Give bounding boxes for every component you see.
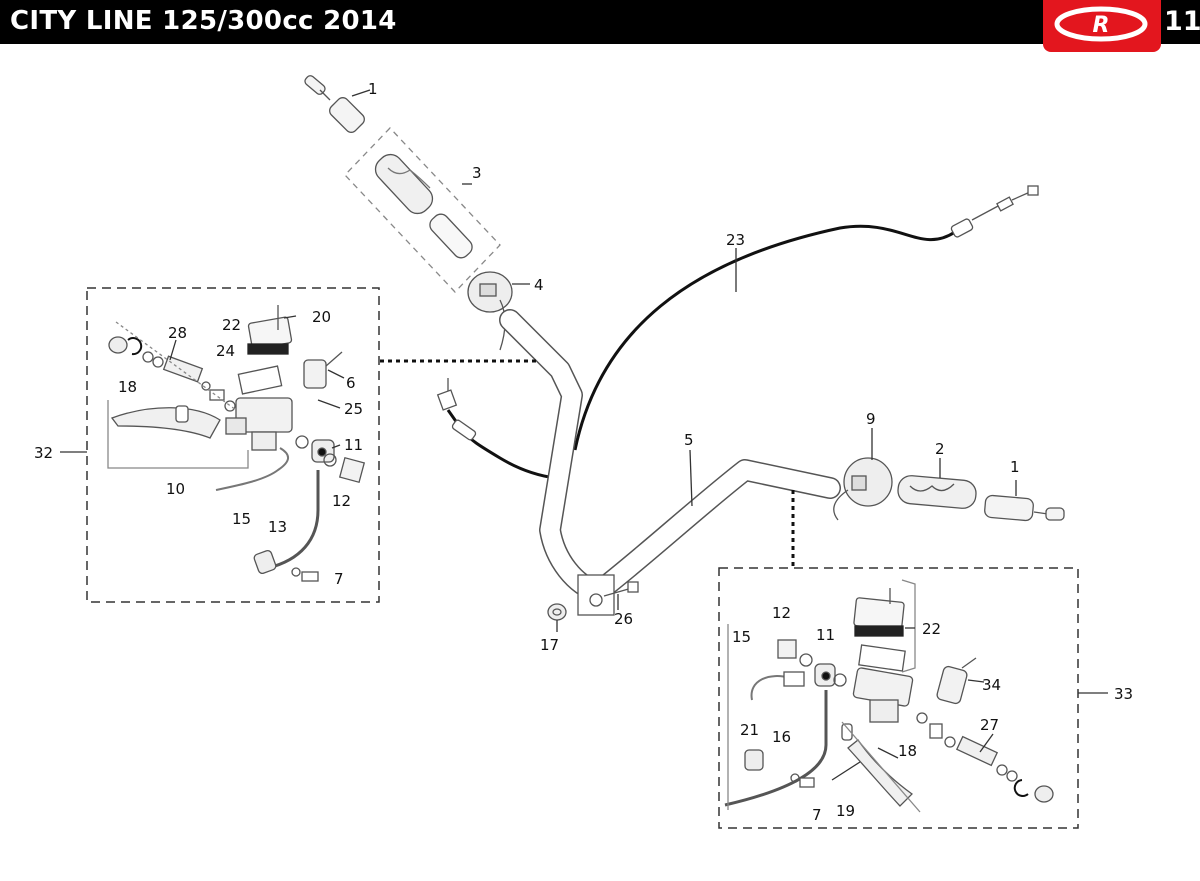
callout-9: 9 [866, 410, 876, 428]
callout-16: 16 [772, 728, 791, 746]
callout-26: 26 [614, 610, 633, 628]
right-grip [897, 475, 977, 509]
callout-17: 17 [540, 636, 559, 654]
right-lever-pivot-parts [916, 712, 1054, 803]
handlebar-nut [547, 603, 567, 621]
page-number: 11 [1164, 6, 1200, 37]
front-brake-cable [436, 378, 557, 480]
callout-10: 10 [166, 480, 185, 498]
header-bar: CITY LINE 125/300cc 2014 R 11 [0, 0, 1200, 52]
callout-18-left: 18 [118, 378, 137, 396]
callout-22-right: 22 [922, 620, 941, 638]
callout-24: 24 [216, 342, 235, 360]
right-screw-7 [790, 773, 815, 788]
left-master-cylinder [225, 305, 343, 451]
right-switch-housing [833, 457, 893, 521]
left-banjo-fitting [295, 435, 366, 484]
callout-11-left: 11 [344, 436, 363, 454]
right-bar-end-weight [984, 494, 1065, 522]
handlebar [499, 309, 841, 616]
callout-32: 32 [34, 444, 53, 462]
callout-28: 28 [168, 324, 187, 342]
callout-34: 34 [982, 676, 1001, 694]
callout-11-right: 11 [816, 626, 835, 644]
page-title: CITY LINE 125/300cc 2014 [10, 6, 397, 36]
callout-15-left: 15 [232, 510, 251, 528]
callout-5: 5 [684, 431, 694, 449]
callout-6: 6 [346, 374, 356, 392]
left-screw-7 [291, 567, 319, 582]
callout-4: 4 [534, 276, 544, 294]
left-bar-end-weight [304, 75, 365, 133]
callout-1-top: 1 [368, 80, 378, 98]
callout-3: 3 [472, 164, 482, 182]
callout-33: 33 [1114, 685, 1133, 703]
throttle-cable-end [950, 185, 1039, 238]
callout-18-right: 18 [898, 742, 917, 760]
brand-logo-icon: R [1054, 6, 1148, 42]
callout-12-left: 12 [332, 492, 351, 510]
callout-25: 25 [344, 400, 363, 418]
right-master-cylinder [852, 588, 977, 723]
left-grip [374, 153, 473, 259]
left-switch-housing [467, 271, 513, 351]
callout-15-right: 15 [732, 628, 751, 646]
callout-22-left: 22 [222, 316, 241, 334]
callout-23: 23 [726, 231, 745, 249]
callout-1-right: 1 [1010, 458, 1020, 476]
brand-logo-letter: R [1093, 13, 1110, 38]
callout-20: 20 [312, 308, 331, 326]
callout-21: 21 [740, 721, 759, 739]
callout-27: 27 [980, 716, 999, 734]
right-banjo-fitting [777, 639, 847, 687]
callout-7-right: 7 [812, 806, 822, 824]
left-lever-pivot-parts [108, 336, 236, 412]
callout-13: 13 [268, 518, 287, 536]
right-brake-lever [841, 723, 913, 807]
callout-12-right: 12 [772, 604, 791, 622]
callout-19: 19 [836, 802, 855, 820]
brand-logo: R [1043, 0, 1161, 52]
throttle-cable [573, 224, 956, 451]
left-brake-lever [110, 405, 221, 439]
callout-2: 2 [935, 440, 945, 458]
callout-7-left: 7 [334, 570, 344, 588]
